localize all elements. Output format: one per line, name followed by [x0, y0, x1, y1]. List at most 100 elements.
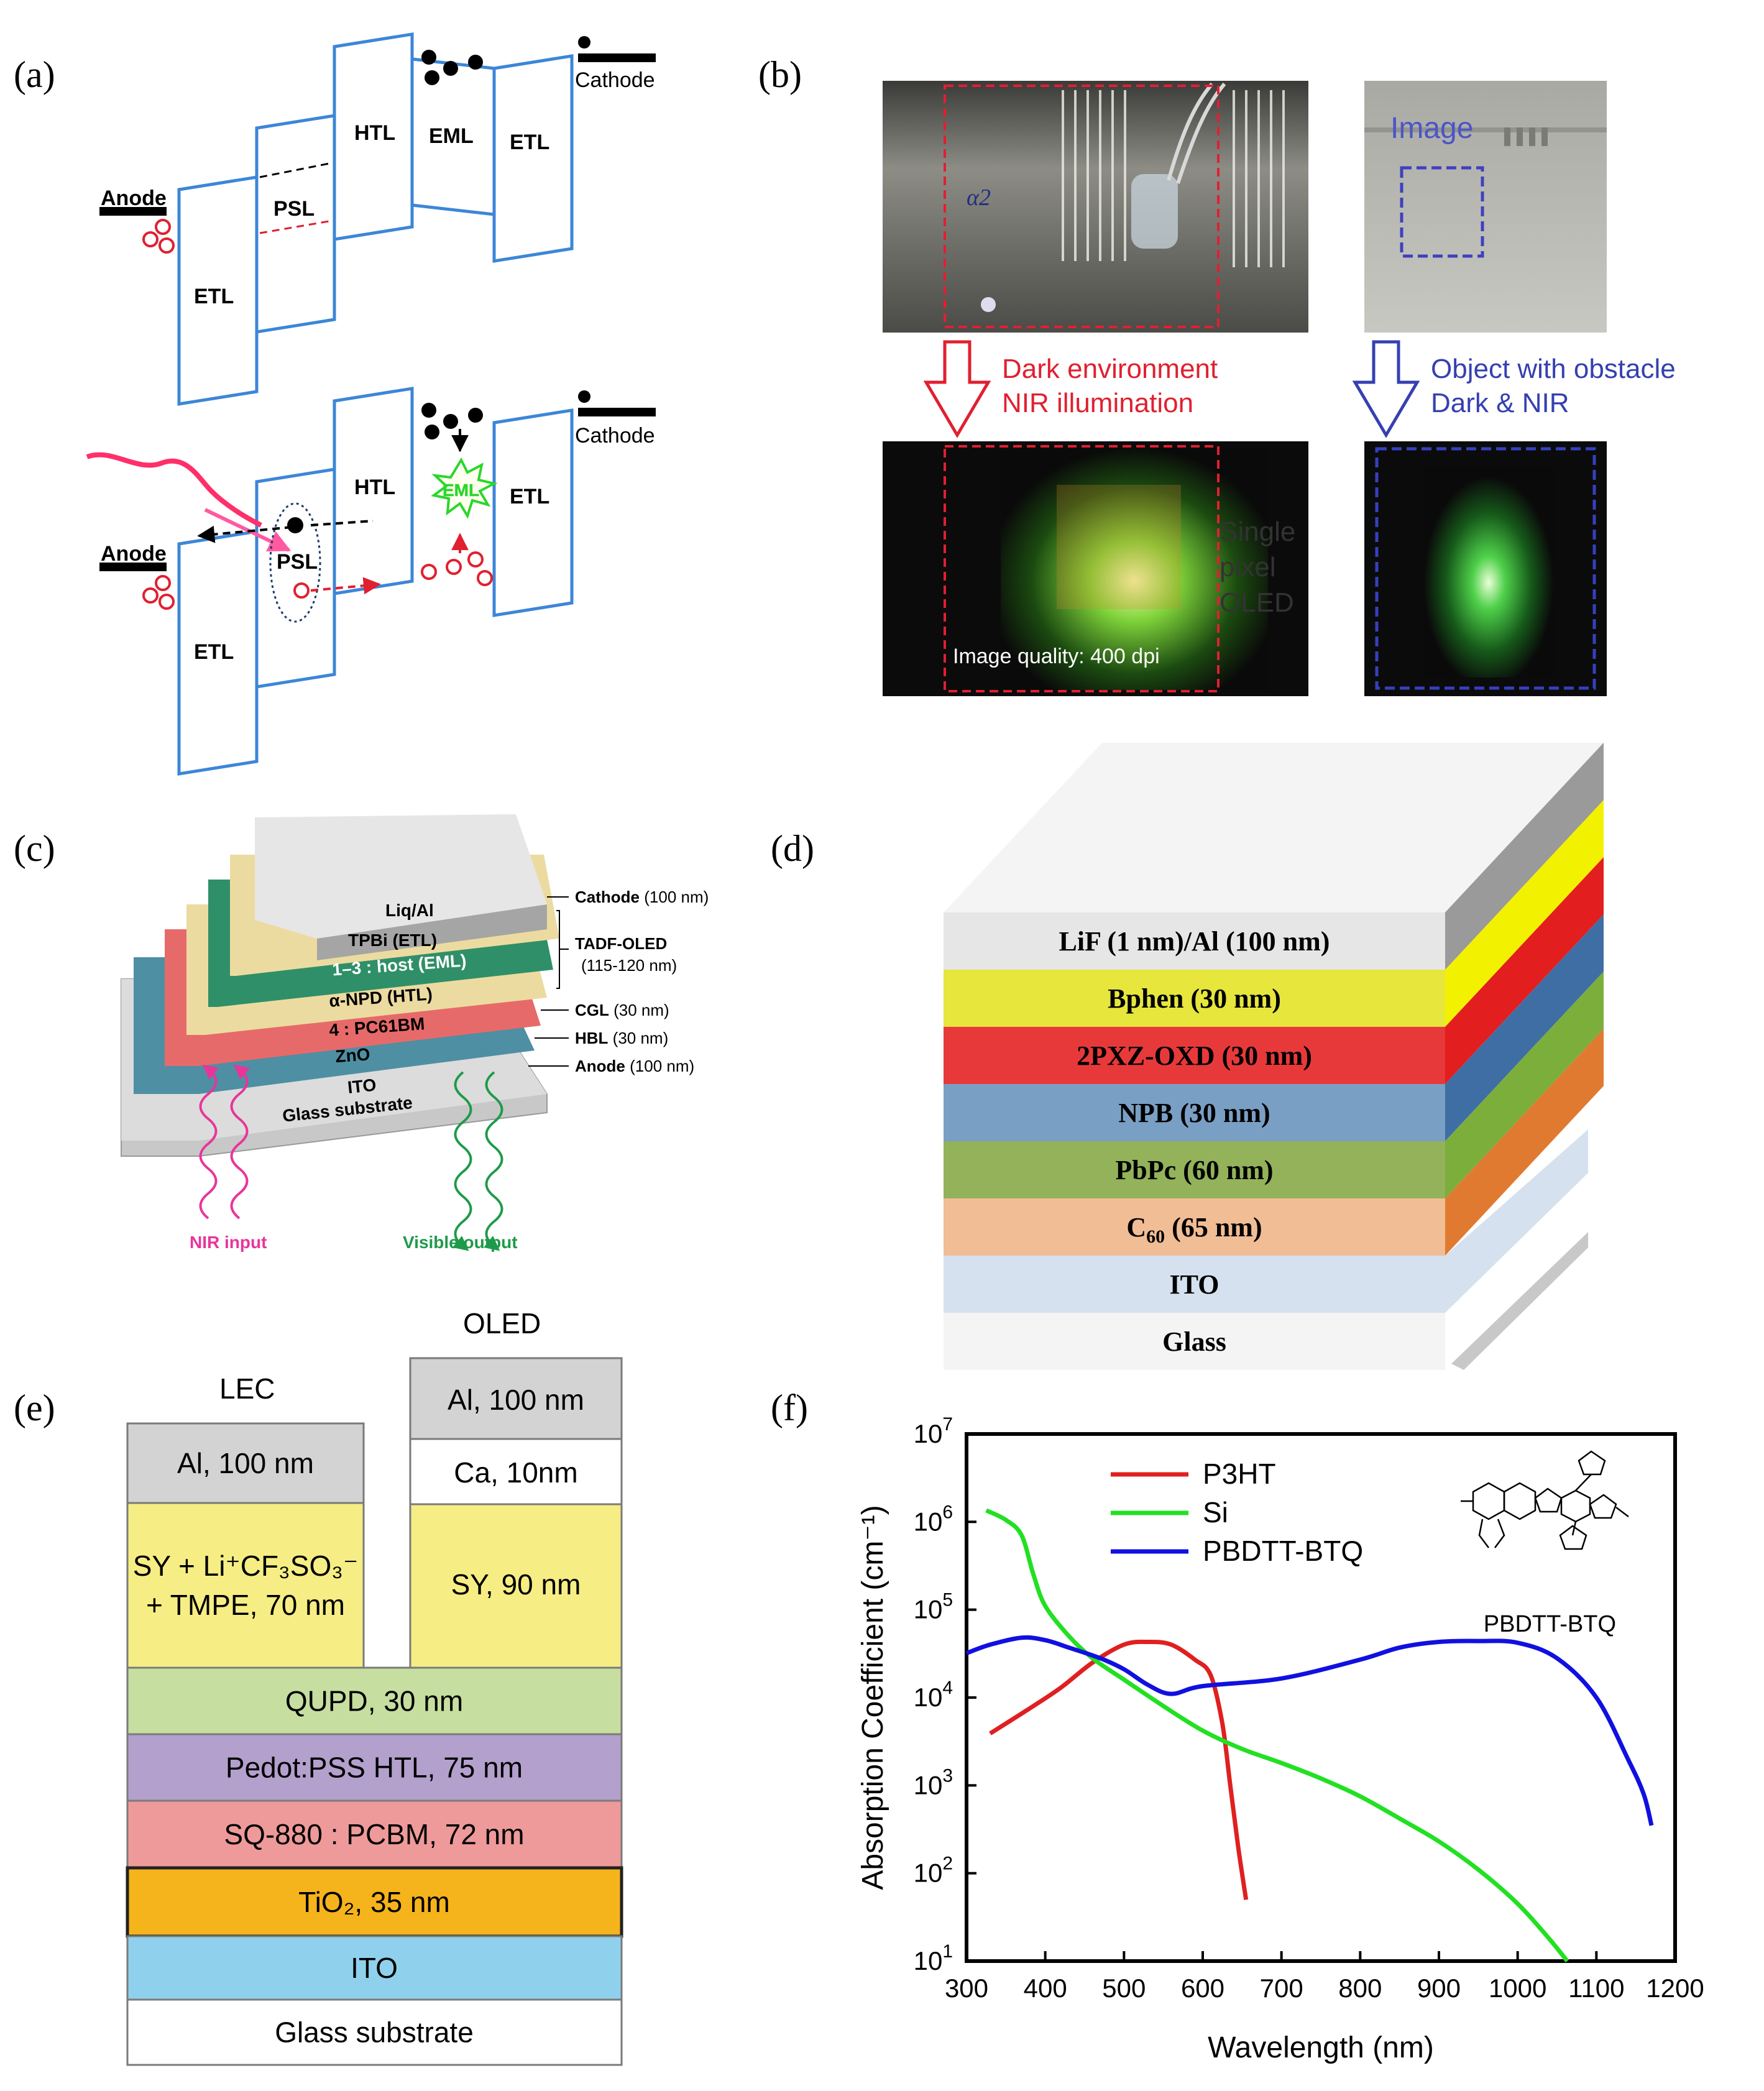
eml-top: EML	[429, 124, 474, 148]
d-layer-label-2: 2PXZ-OXD (30 nm)	[1077, 1041, 1312, 1071]
e-layer-5	[126, 1998, 623, 2066]
panel-label-e: (e)	[14, 1387, 55, 1428]
image-label: Image	[1390, 112, 1473, 145]
panel-label-d: (d)	[771, 828, 814, 869]
lec-al-label: Al, 100 nm	[177, 1447, 314, 1479]
d-layer-label-0: LiF (1 nm)/Al (100 nm)	[1059, 926, 1330, 957]
energy-diagram-top	[177, 32, 574, 406]
psl-bottom: PSL	[277, 550, 318, 574]
d-layer-0	[944, 912, 1445, 970]
energy-diagram-bottom	[177, 387, 574, 776]
panel-label-f: (f)	[771, 1387, 808, 1428]
d-layer-side-4	[1445, 972, 1604, 1198]
d-layer-4	[944, 1141, 1445, 1198]
y-tick-label-6: 101	[914, 1941, 953, 1975]
d-layer-side-1	[1445, 800, 1604, 1027]
series-line-pbdtt-btq	[965, 1635, 1654, 1826]
d-layer-label-7: Glass	[1162, 1326, 1226, 1357]
x-axis-title: Wavelength (nm)	[1208, 2031, 1434, 2064]
y-tick-label-2: 105	[914, 1590, 953, 1624]
oled-al-layer	[409, 1357, 623, 1440]
panel-c-device-stack: Liq/Al TPBi (ETL) 1–3 : host (EML) α-NPD…	[121, 814, 709, 1252]
oled-ca-label: Ca, 10nm	[454, 1456, 577, 1489]
e-layer-label-2: SQ-880 : PCBM, 72 nm	[224, 1818, 524, 1850]
plot-frame	[965, 1432, 1677, 1963]
x-tick-label-4: 700	[1260, 1974, 1303, 2003]
molecule-label: PBDTT-BTQ	[1484, 1611, 1616, 1637]
side-label-2: pixel	[1220, 552, 1276, 582]
x-tick-label-3: 600	[1181, 1974, 1224, 2003]
legend-label-0: P3HT	[1203, 1458, 1276, 1490]
d-layer-side-7	[1451, 1232, 1588, 1370]
panel-d-layer-stack: LiF (1 nm)/Al (100 nm)Bphen (30 nm)2PXZ-…	[944, 743, 1604, 1370]
panel-label-b: (b)	[758, 54, 802, 95]
oled-al-label: Al, 100 nm	[448, 1384, 584, 1416]
d-layer-1	[944, 970, 1445, 1027]
d-layer-label-6: ITO	[1170, 1269, 1220, 1300]
x-tick-label-0: 300	[945, 1974, 988, 2003]
x-tick-label-5: 800	[1338, 1974, 1382, 2003]
molecule-structure	[1461, 1450, 1629, 1550]
callout-cathode-name: Cathode	[575, 888, 640, 906]
c-layer-5: ZnO	[334, 1044, 370, 1066]
arrow-red-line1: Dark environment	[1002, 354, 1218, 384]
red-down-arrow	[923, 340, 991, 438]
series-line-p3ht	[989, 1639, 1249, 1900]
d-layer-side-6	[1445, 1129, 1588, 1313]
x-tick-label-7: 1000	[1489, 1974, 1546, 2003]
panel-b-imaging-photos: α2 Image Dark environment NIR illuminati…	[883, 81, 1676, 696]
d-layer-2	[944, 1027, 1445, 1084]
photo-tag: α2	[967, 185, 991, 211]
svg-text:Anode (100 nm): Anode (100 nm)	[575, 1057, 694, 1075]
c-layer-1: TPBi (ETL)	[348, 931, 437, 950]
d-layer-label-4: PbPc (60 nm)	[1115, 1155, 1273, 1185]
htl-bottom: HTL	[354, 476, 395, 499]
legend-label-1: Si	[1203, 1496, 1228, 1528]
panel-label-a: (a)	[14, 54, 55, 95]
e-layer-label-4: ITO	[351, 1952, 398, 1984]
e-layer-3	[126, 1866, 623, 1938]
e-layer-label-1: Pedot:PSS HTL, 75 nm	[226, 1752, 523, 1784]
cathode-label-top: Cathode	[575, 68, 655, 92]
legend-label-2: PBDTT-BTQ	[1203, 1535, 1363, 1567]
etl-left-top: ETL	[194, 285, 234, 308]
oled-sy-label: SY, 90 nm	[451, 1568, 581, 1601]
photo-object-light: α2	[883, 81, 1308, 333]
arrow-blue-line1: Object with obstacle	[1431, 354, 1676, 384]
etl-right-bottom: ETL	[510, 485, 549, 508]
side-label-1: Single	[1220, 517, 1295, 547]
panel-label-c: (c)	[14, 828, 55, 869]
callout-tadf-name: TADF-OLED	[575, 934, 667, 953]
y-tick-label-1: 106	[914, 1502, 953, 1536]
svg-text:Cathode (100 nm): Cathode (100 nm)	[575, 888, 709, 906]
callout-hbl-name: HBL	[575, 1029, 609, 1047]
d-layer-7	[944, 1313, 1445, 1370]
x-tick-label-2: 500	[1102, 1974, 1146, 2003]
y-tick-label-3: 104	[914, 1678, 953, 1712]
visible-output-label: Visible output	[403, 1233, 518, 1252]
e-layer-label-3: TiO₂, 35 nm	[298, 1886, 450, 1918]
d-layer-side-2	[1445, 857, 1604, 1084]
callout-cgl-name: CGL	[575, 1001, 609, 1019]
arrow-red-line2: NIR illumination	[1002, 388, 1193, 418]
callout-tadf-value: (115-120 nm)	[581, 956, 677, 975]
d-layer-side-3	[1445, 914, 1604, 1141]
anode-label-top: Anode	[101, 186, 167, 210]
htl-top: HTL	[354, 121, 395, 145]
photo-object-obstacle: Image	[1364, 81, 1607, 333]
callout-hbl-value: (30 nm)	[613, 1029, 669, 1047]
callout-anode-value: (100 nm)	[630, 1057, 694, 1075]
x-tick-label-8: 1100	[1568, 1974, 1624, 2003]
e-layer-1	[126, 1733, 623, 1802]
callout-anode-name: Anode	[575, 1057, 625, 1075]
etl-right-top: ETL	[510, 131, 549, 154]
eml-bottom: EML	[443, 480, 479, 500]
x-tick-label-9: 1200	[1646, 1974, 1704, 2003]
d-layer-label-3: NPB (30 nm)	[1118, 1098, 1270, 1128]
etl-left-bottom: ETL	[194, 640, 234, 664]
d-top-side	[1445, 743, 1604, 970]
d-layer-side-5	[1445, 1029, 1604, 1256]
d-layer-6	[944, 1256, 1445, 1313]
